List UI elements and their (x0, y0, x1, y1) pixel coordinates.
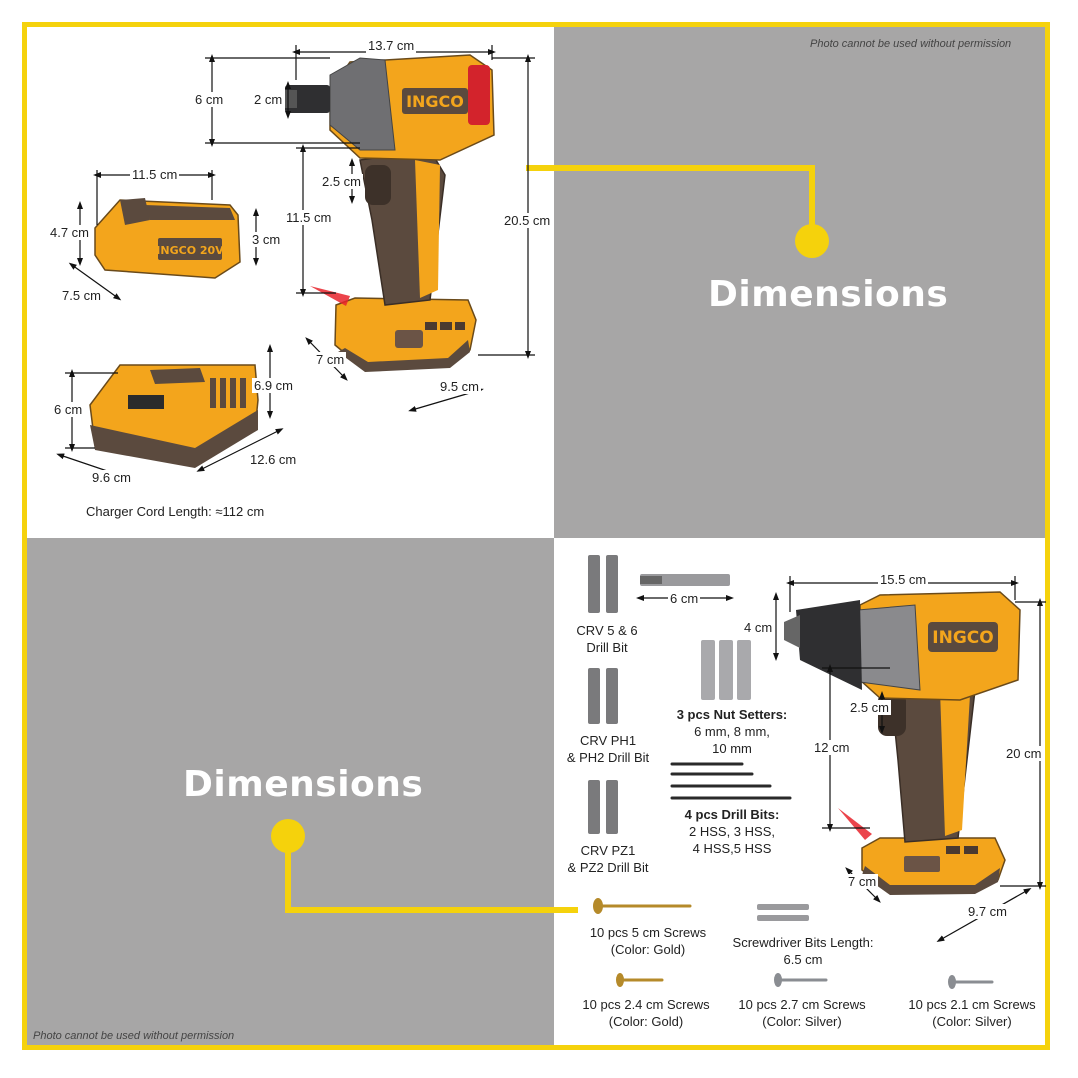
charger-side-height-label: 6.9 cm (252, 378, 296, 393)
battery-length-label: 11.5 cm (130, 167, 180, 182)
drill-width-label: 15.5 cm (878, 572, 929, 587)
pz-caption: CRV PZ1 & PZ2 Drill Bit (556, 842, 660, 876)
impact-width-label: 13.7 cm (366, 38, 417, 53)
screws-21-line-2: (Color: Silver) (932, 1014, 1012, 1029)
drill-trigger-label: 2.5 cm (848, 700, 892, 715)
nut-setters-line-2: 10 mm (712, 741, 752, 756)
screws-24-line-1: 10 pcs 2.4 cm Screws (582, 997, 710, 1012)
panel-top-right (554, 27, 1045, 538)
dimension-lines (56, 45, 1046, 942)
bits-length-line-2: 6.5 cm (783, 952, 823, 967)
drill-bits-line-1: 2 HSS, 3 HSS, (689, 824, 775, 839)
screws-27-line-1: 10 pcs 2.7 cm Screws (738, 997, 866, 1012)
ph-line-1: CRV PH1 (579, 733, 637, 748)
charger-cord-label: Charger Cord Length: ≈112 cm (86, 504, 265, 519)
heading-dimensions-top: Dimensions (708, 274, 949, 315)
drill-bits-title: 4 pcs Drill Bits: (684, 807, 780, 822)
pz-line-2: & PZ2 Drill Bit (567, 860, 649, 875)
impact-base-width-label: 7 cm (314, 352, 347, 367)
pz-line-1: CRV PZ1 (580, 843, 636, 858)
accessories-illustration (588, 555, 994, 989)
yellow-frame (22, 22, 1050, 1050)
battery-depth-label: 7.5 cm (60, 288, 104, 303)
ph-caption: CRV PH1 & PH2 Drill Bit (556, 732, 660, 766)
screws-24-caption: 10 pcs 2.4 cm Screws (Color: Gold) (572, 996, 720, 1030)
battery-side-label: 3 cm (250, 232, 283, 247)
drill-total-height-label: 20 cm (1004, 746, 1044, 761)
crv56-caption: CRV 5 & 6 Drill Bit (566, 622, 648, 656)
charger-height-label: 6 cm (52, 402, 85, 417)
screws-21-caption: 10 pcs 2.1 cm Screws (Color: Silver) (898, 996, 1046, 1030)
screws-21-line-1: 10 pcs 2.1 cm Screws (908, 997, 1036, 1012)
drill-bits-caption: 4 pcs Drill Bits: 2 HSS, 3 HSS, 4 HSS,5 … (666, 806, 798, 857)
screws-5-caption: 10 pcs 5 cm Screws (Color: Gold) (580, 924, 716, 958)
bits-length-caption: Screwdriver Bits Length: 6.5 cm (718, 934, 888, 968)
nut-setters-caption: 3 pcs Nut Setters: 6 mm, 8 mm, 10 mm (666, 706, 798, 757)
screws-27-line-2: (Color: Silver) (762, 1014, 842, 1029)
drill-chuck-label: 4 cm (742, 620, 775, 635)
crv56-line-2: Drill Bit (586, 640, 628, 655)
ph-line-2: & PH2 Drill Bit (566, 750, 650, 765)
heading-dimensions-bottom: Dimensions (183, 764, 424, 805)
drill-base-width-label: 7 cm (846, 874, 879, 889)
bits-length-line-1: Screwdriver Bits Length: (732, 935, 874, 950)
impact-driver-illustration: INGCO (285, 54, 495, 372)
drill-bits-line-2: 4 HSS,5 HSS (692, 841, 772, 856)
battery-illustration: INGCO 20V (94, 198, 241, 279)
charger-length-label: 12.6 cm (248, 452, 299, 467)
battery-brand-logo: INGCO 20V (156, 244, 224, 257)
impact-base-length-label: 9.5 cm (438, 379, 482, 394)
extension-length-label: 6 cm (668, 591, 701, 606)
drill-grip-label: 12 cm (812, 740, 852, 755)
impact-total-height-label: 20.5 cm (502, 213, 553, 228)
impact-head-height-label: 6 cm (193, 92, 226, 107)
screws-27-caption: 10 pcs 2.7 cm Screws (Color: Silver) (728, 996, 876, 1030)
panel-bottom-left (27, 538, 554, 1045)
crv56-line-1: CRV 5 & 6 (576, 623, 638, 638)
screws-24-line-2: (Color: Gold) (608, 1014, 684, 1029)
nut-setters-line-1: 6 mm, 8 mm, (694, 724, 770, 739)
battery-height-label: 4.7 cm (48, 225, 92, 240)
screws-5-line-2: (Color: Gold) (610, 942, 686, 957)
connector-bottom (271, 819, 578, 913)
charger-illustration (89, 364, 259, 468)
screws-5-line-1: 10 pcs 5 cm Screws (589, 925, 707, 940)
impact-trigger-label: 2.5 cm (320, 174, 364, 189)
impact-brand-logo: INGCO (406, 92, 464, 111)
impact-chuck-label: 2 cm (252, 92, 285, 107)
drill-illustration: INGCO (784, 591, 1021, 895)
permission-note-top: Photo cannot be used without permission (810, 38, 1012, 50)
impact-grip-label: 11.5 cm (284, 210, 334, 225)
drill-base-length-label: 9.7 cm (966, 904, 1010, 919)
nut-setters-title: 3 pcs Nut Setters: (676, 707, 788, 722)
charger-width-label: 9.6 cm (90, 470, 134, 485)
drill-brand-logo: INGCO (932, 628, 993, 648)
permission-note-bottom: Photo cannot be used without permission (33, 1030, 235, 1042)
connector-top (526, 165, 829, 258)
